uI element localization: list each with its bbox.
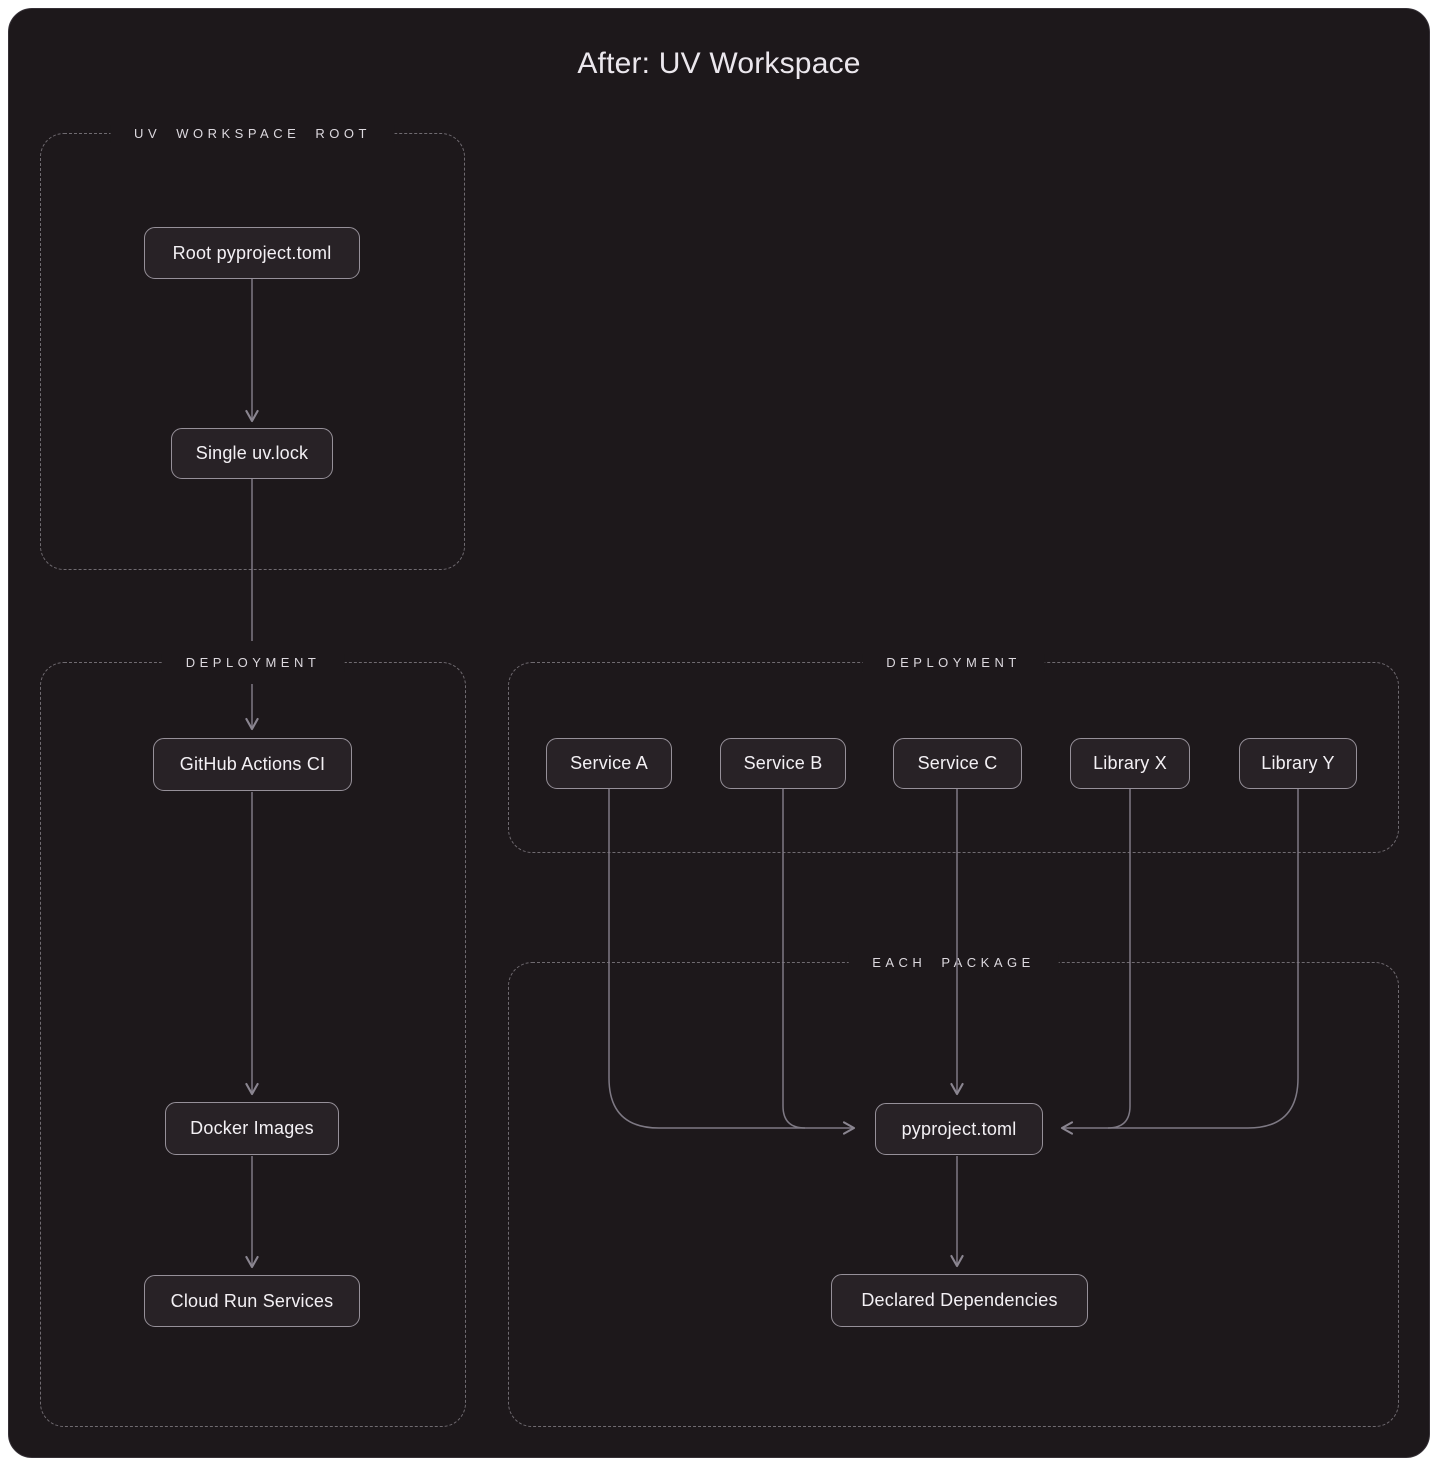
node-cloud-run-services: Cloud Run Services [144, 1275, 360, 1327]
group-each-package-label: EACH PACKAGE [848, 954, 1059, 972]
group-uv-workspace-root-label: UV WORKSPACE ROOT [110, 125, 395, 143]
group-deployment-left: DEPLOYMENT [40, 654, 466, 1427]
node-service-b: Service B [720, 738, 846, 789]
group-uv-workspace-root: UV WORKSPACE ROOT [40, 125, 465, 570]
node-library-y: Library Y [1239, 738, 1357, 789]
node-github-actions-ci: GitHub Actions CI [153, 738, 352, 791]
group-deployment-right-label: DEPLOYMENT [862, 654, 1045, 672]
node-pyproject-toml: pyproject.toml [875, 1103, 1043, 1155]
node-root-pyproject-toml: Root pyproject.toml [144, 227, 360, 279]
node-service-a: Service A [546, 738, 672, 789]
group-deployment-right: DEPLOYMENT [508, 654, 1399, 853]
node-declared-dependencies: Declared Dependencies [831, 1274, 1088, 1327]
node-docker-images: Docker Images [165, 1102, 339, 1155]
node-library-x: Library X [1070, 738, 1190, 789]
group-deployment-left-label: DEPLOYMENT [161, 654, 345, 672]
diagram-title: After: UV Workspace [577, 47, 861, 80]
node-service-c: Service C [893, 738, 1022, 789]
node-single-uv-lock: Single uv.lock [171, 428, 333, 479]
group-each-package: EACH PACKAGE [508, 954, 1399, 1427]
